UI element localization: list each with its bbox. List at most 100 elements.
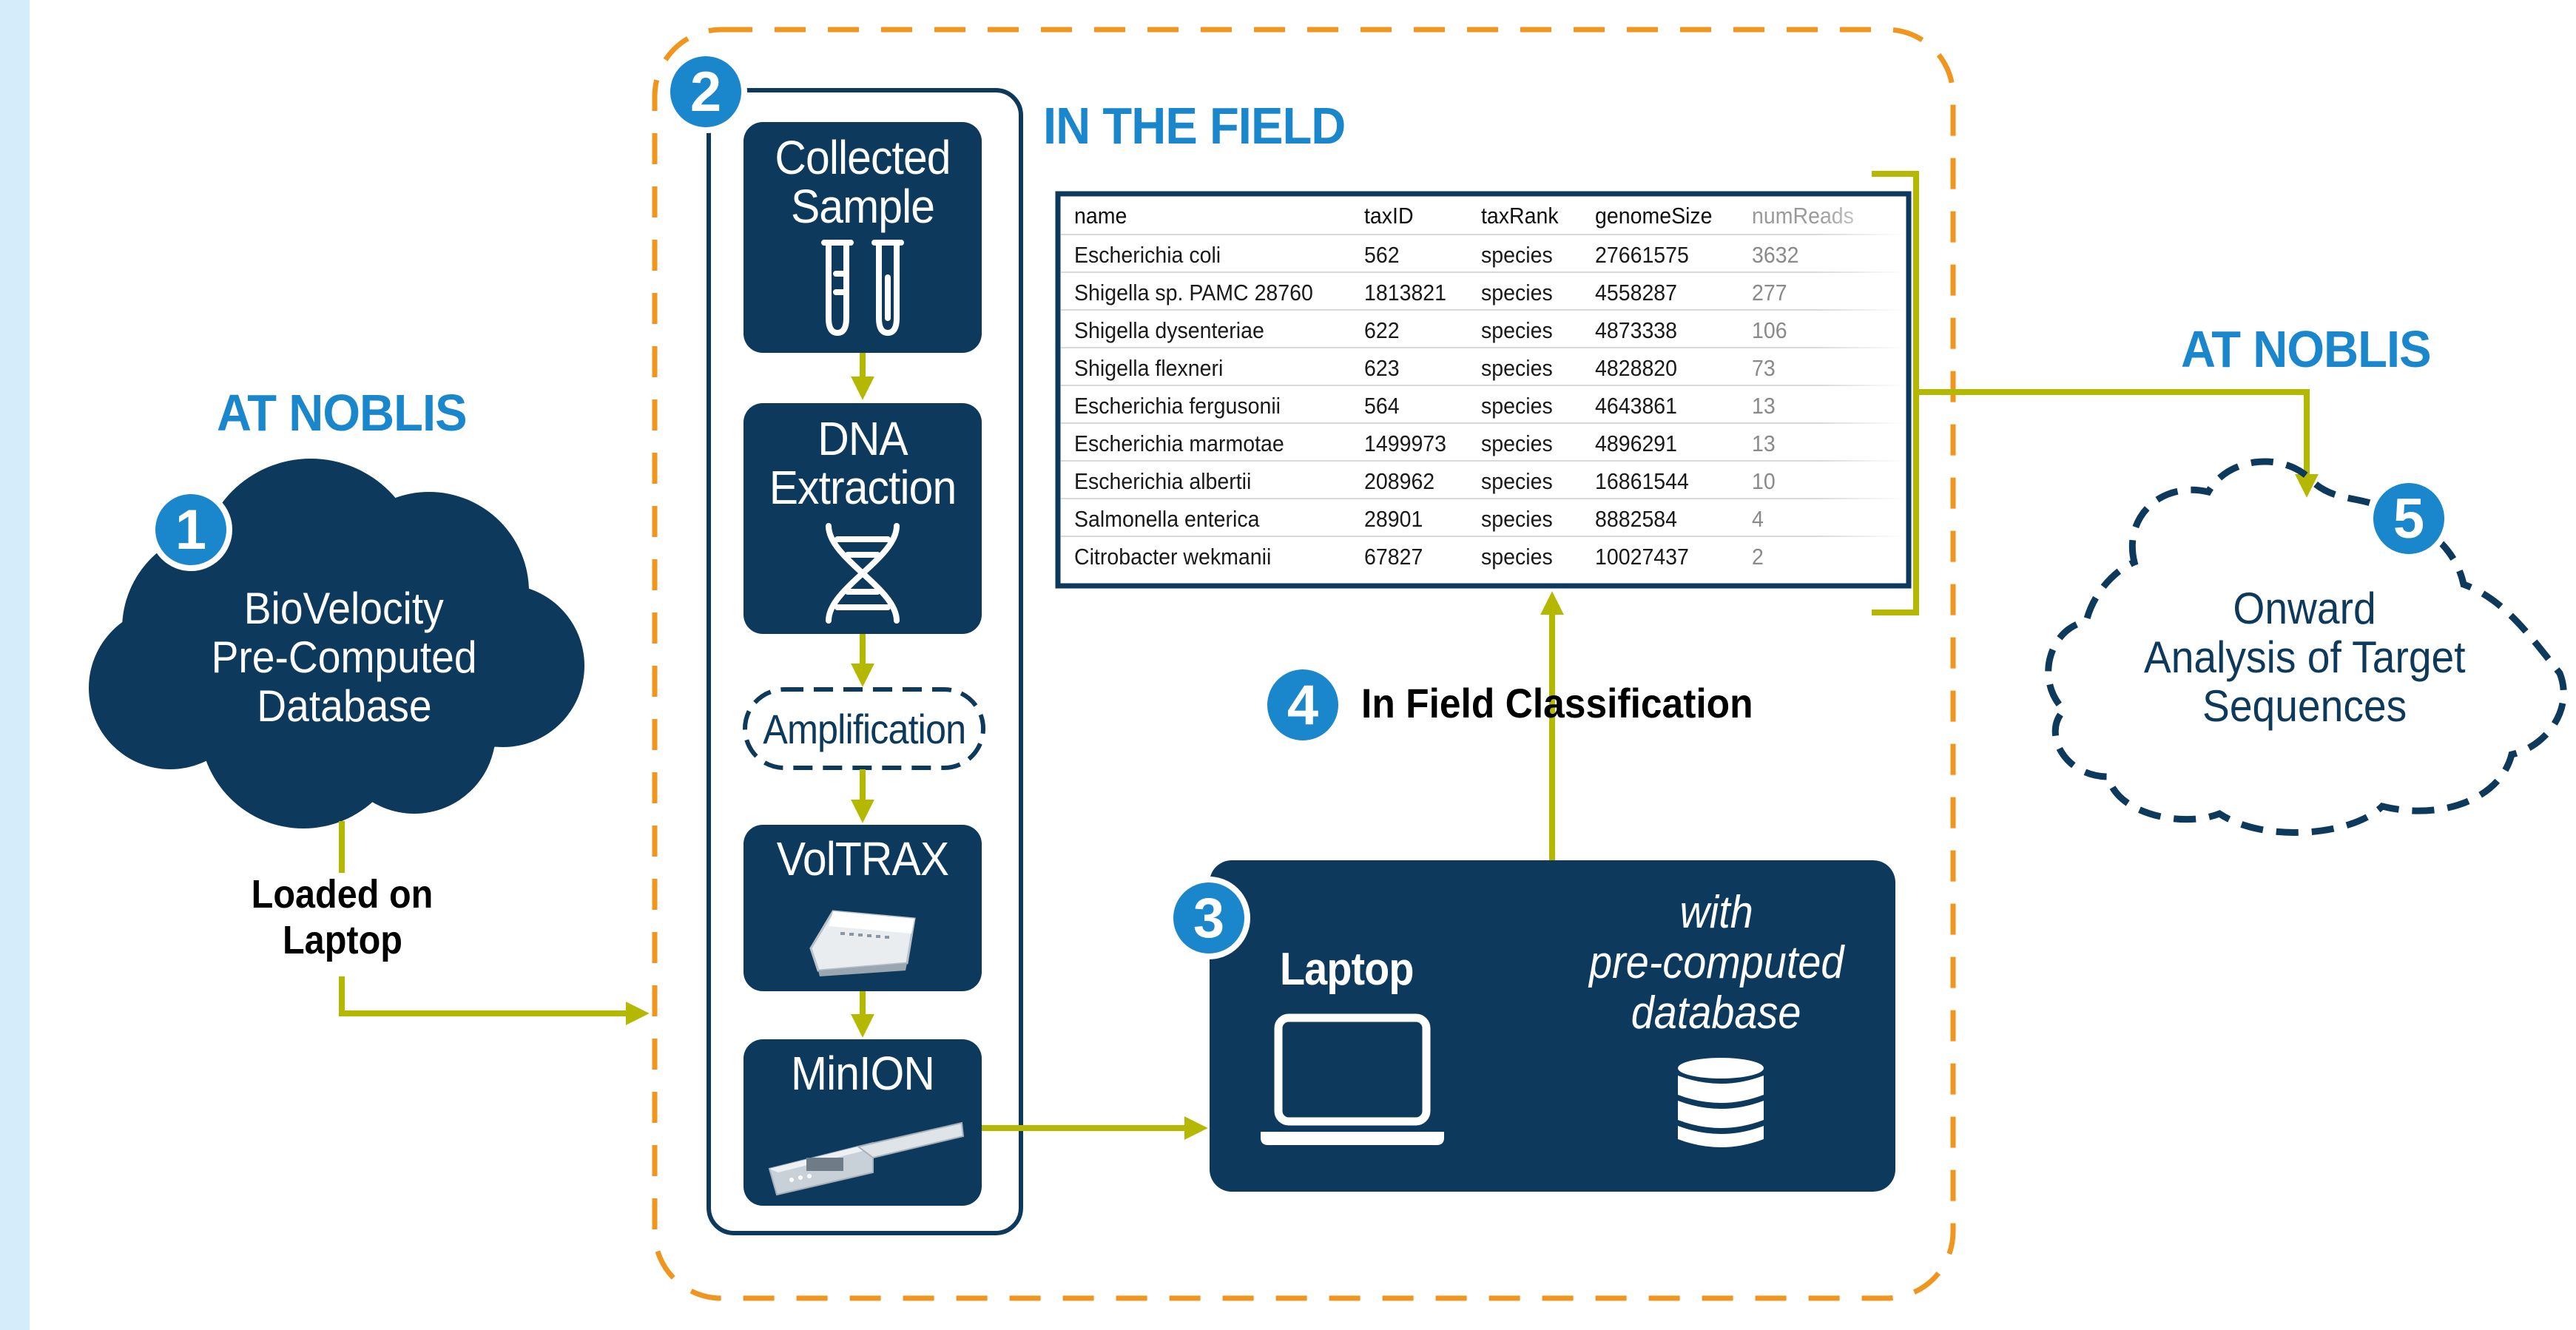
table-cell-genomesize: 4558287 <box>1595 280 1678 306</box>
table-cell-genomesize: 8882584 <box>1595 506 1678 532</box>
table-cell-genomesize: 16861544 <box>1595 468 1689 494</box>
amplification-text: Amplification <box>762 705 966 752</box>
table-cell-name: Citrobacter wekmanii <box>1074 544 1272 570</box>
laptop-icon <box>1261 1013 1444 1145</box>
table-cell-taxrank: species <box>1481 431 1553 456</box>
database-cloud-label: BioVelocity Pre-Computed Database <box>170 584 518 731</box>
step-3-badge: 3 <box>1167 877 1250 959</box>
loaded-on-laptop-label: Loaded on Laptop <box>215 871 470 963</box>
laptop-title-text: Laptop <box>1280 944 1414 995</box>
table-cell-taxid: 623 <box>1364 355 1400 381</box>
dna-extraction-line-1: DNA <box>817 412 908 465</box>
loaded-arrow <box>339 976 650 1025</box>
table-to-noblis-arrow <box>1916 389 2319 498</box>
table-header-taxid: taxID <box>1364 203 1414 229</box>
dna-helix-icon <box>826 523 900 624</box>
table-cell-taxrank: species <box>1481 317 1553 343</box>
database-label-line-3: Database <box>256 681 432 731</box>
table-header-taxrank: taxRank <box>1481 203 1559 229</box>
table-cell-taxrank: species <box>1481 355 1553 381</box>
table-cell-name: Escherichia albertii <box>1074 468 1252 494</box>
loaded-label-line-2: Laptop <box>282 918 402 962</box>
table-cell-name: Shigella dysenteriae <box>1074 317 1264 343</box>
table-cell-numreads: 2 <box>1752 544 1764 570</box>
table-cell-genomesize: 4643861 <box>1595 393 1678 419</box>
table-cell-taxrank: species <box>1481 242 1553 268</box>
collected-sample-line-1: Collected <box>775 131 951 184</box>
table-cell-taxrank: species <box>1481 468 1553 494</box>
table-cell-name: Shigella sp. PAMC 28760 <box>1074 280 1313 306</box>
table-cell-genomesize: 4896291 <box>1595 431 1678 456</box>
table-cell-genomesize: 4828820 <box>1595 355 1678 381</box>
table-cell-taxid: 622 <box>1364 317 1400 343</box>
step-5-badge: 5 <box>2367 477 2450 560</box>
left-sidebar-strip <box>0 0 30 1330</box>
database-cloud <box>89 459 584 828</box>
table-header-genomesize: genomeSize <box>1595 203 1713 229</box>
in-field-classification-label: In Field Classification <box>1361 679 1787 727</box>
at-noblis-left-heading: AT NOBLIS <box>217 384 468 442</box>
voltrax-device-icon <box>809 910 916 976</box>
table-cell-numreads: 13 <box>1752 393 1776 419</box>
table-header-name: name <box>1074 203 1127 229</box>
table-cell-genomesize: 27661575 <box>1595 242 1689 268</box>
test-tubes-icon <box>821 240 904 337</box>
table-cell-numreads: 4 <box>1752 506 1764 532</box>
database-icon <box>1678 1058 1764 1147</box>
dna-extraction-title: DNA Extraction <box>753 414 972 512</box>
laptop-title: Laptop <box>1280 943 1429 996</box>
dna-extraction-line-2: Extraction <box>769 461 957 514</box>
voltrax-title: VolTRAX <box>776 832 949 885</box>
step-1-badge: 1 <box>149 488 232 571</box>
onward-analysis-label: Onward Analysis of Target Sequences <box>2094 584 2515 731</box>
field-region-border <box>652 27 1956 1301</box>
table-cell-taxid: 564 <box>1364 393 1400 419</box>
table-cell-name: Escherichia coli <box>1074 242 1221 268</box>
collected-sample-line-2: Sample <box>790 180 935 233</box>
table-cell-numreads: 3632 <box>1752 242 1799 268</box>
database-label-line-2: Pre-Computed <box>211 632 477 682</box>
table-cell-taxid: 67827 <box>1364 544 1423 570</box>
with-line-1: with <box>1679 887 1753 938</box>
table-cell-numreads: 13 <box>1752 431 1776 456</box>
table-cell-taxid: 208962 <box>1364 468 1435 494</box>
table-row: Escherichia albertii 208962 species 1686154… <box>1061 460 1906 499</box>
onward-line-1: Onward <box>2233 584 2376 633</box>
in-field-classification-text: In Field Classification <box>1361 680 1753 726</box>
table-cell-taxrank: species <box>1481 544 1553 570</box>
voltrax-box <box>744 825 982 991</box>
table-fade <box>1817 197 1906 583</box>
table-cell-genomesize: 4873338 <box>1595 317 1678 343</box>
amplification-label: Amplification <box>745 689 983 768</box>
minion-device-icon <box>768 1121 965 1196</box>
with-line-2: pre-computed <box>1588 937 1844 988</box>
step-4-badge: 4 <box>1261 664 1344 746</box>
in-the-field-heading: IN THE FIELD <box>1043 97 1346 155</box>
onward-cloud <box>2045 458 2567 836</box>
table-cell-taxid: 28901 <box>1364 506 1423 532</box>
table-cell-name: Salmonella enterica <box>1074 506 1260 532</box>
table-row: Shigella dysenteriae 622 species 4873338 106 <box>1061 309 1906 348</box>
table-cell-numreads: 277 <box>1752 280 1787 306</box>
loaded-label-line-1: Loaded on <box>251 872 434 917</box>
amplification-box <box>743 687 985 770</box>
table-cell-numreads: 73 <box>1752 355 1776 381</box>
collected-sample-title: Collected Sample <box>753 133 972 231</box>
table-cell-genomesize: 10027437 <box>1595 544 1689 570</box>
step-2-badge: 2 <box>664 50 747 133</box>
table-cell-name: Escherichia marmotae <box>1074 431 1284 456</box>
dna-extraction-box <box>744 403 982 634</box>
table-cell-taxid: 562 <box>1364 242 1400 268</box>
table-cell-name: Escherichia fergusonii <box>1074 393 1281 419</box>
with-precomputed-label: with pre-computed database <box>1546 888 1887 1039</box>
table-cell-numreads: 106 <box>1752 317 1787 343</box>
table-cell-taxid: 1813821 <box>1364 280 1447 306</box>
table-cell-numreads: 10 <box>1752 468 1776 494</box>
